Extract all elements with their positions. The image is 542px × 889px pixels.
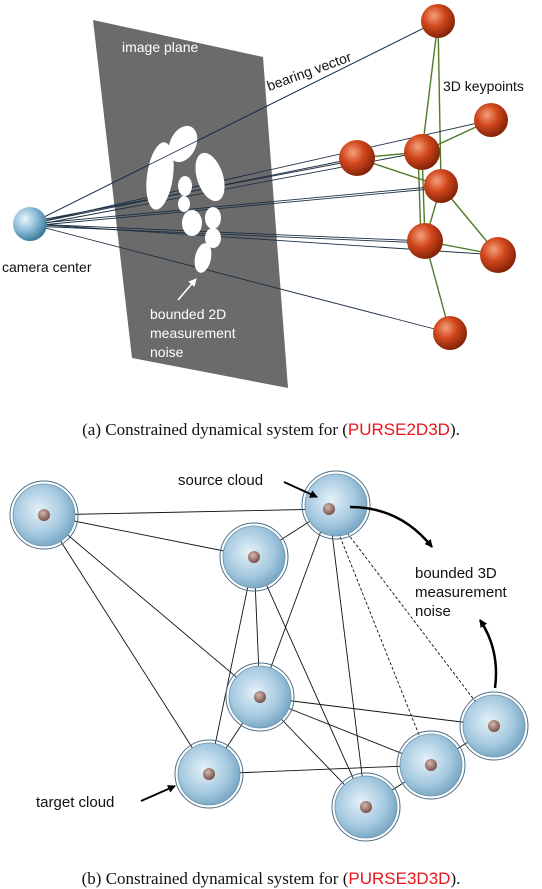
cloud-sphere — [225, 662, 295, 732]
caption-a-ref-link[interactable]: PURSE2D3D — [347, 420, 450, 439]
cloud-sphere — [9, 480, 79, 550]
camera-center-label: camera center — [2, 259, 92, 275]
noise-3d-label-line1: bounded 3D — [415, 565, 497, 582]
bearing-vector-label: bearing vector — [265, 48, 354, 93]
keypoint — [424, 169, 458, 203]
cloud-sphere — [219, 522, 289, 592]
caption-a-suffix: ). — [449, 420, 460, 439]
cloud-sphere — [301, 470, 371, 540]
caption-b: (b) Constrained dynamical system for (PU… — [0, 869, 542, 889]
image-plane — [93, 20, 288, 388]
caption-b-prefix: (b) Constrained dynamical system for ( — [81, 869, 349, 888]
cloud-sphere — [174, 739, 244, 809]
noise-3d-arrow-bottom — [478, 619, 498, 689]
noise-2d-label-line2: measurement — [150, 325, 236, 341]
cloud-point — [360, 801, 372, 813]
point-clouds — [9, 470, 529, 842]
cloud-point — [248, 551, 260, 563]
keypoint — [404, 134, 440, 170]
keypoint — [433, 316, 467, 350]
cloud-point — [203, 768, 215, 780]
caption-a-prefix: (a) Constrained dynamical system for ( — [82, 420, 348, 439]
cloud-point — [425, 759, 437, 771]
cloud-point — [38, 509, 50, 521]
caption-b-suffix: ). — [450, 869, 461, 888]
noise-3d-label-line2: measurement — [415, 584, 508, 601]
cloud-point — [488, 720, 500, 732]
keypoints-label: 3D keypoints — [443, 78, 524, 94]
keypoint — [421, 4, 455, 38]
keypoint — [407, 223, 443, 259]
source-cloud-arrow — [283, 481, 318, 498]
target-cloud-arrow — [140, 785, 176, 802]
noise-3d-arrow-top — [349, 505, 433, 548]
noise-2d-label-line1: bounded 2D — [150, 306, 226, 322]
bearing-vectors-front — [29, 20, 439, 225]
noise-3d-label-line3: noise — [415, 603, 451, 620]
cloud-sphere — [396, 730, 466, 800]
caption-b-ref-link[interactable]: PURSE3D3D — [348, 869, 451, 888]
cloud-point — [254, 691, 266, 703]
camera-center-sphere — [13, 207, 47, 241]
cloud-point — [323, 503, 335, 515]
cloud-sphere — [459, 691, 529, 761]
panel-b: source cloud bounded 3D measurement nois… — [9, 470, 529, 842]
target-cloud-label: target cloud — [36, 794, 114, 811]
noise-2d-arrow — [177, 278, 197, 301]
cloud-sphere — [331, 772, 401, 842]
source-cloud-label: source cloud — [178, 472, 263, 489]
keypoint — [480, 237, 516, 273]
keypoint — [474, 103, 508, 137]
image-plane-label: image plane — [122, 39, 198, 55]
keypoints-3d — [339, 4, 516, 350]
caption-a: (a) Constrained dynamical system for (PU… — [0, 420, 542, 440]
panel-a: image plane bearing vector 3D keypoints … — [2, 4, 524, 388]
noise-ellipses — [146, 125, 225, 273]
keypoint — [339, 140, 375, 176]
noise-2d-label-line3: noise — [150, 344, 184, 360]
